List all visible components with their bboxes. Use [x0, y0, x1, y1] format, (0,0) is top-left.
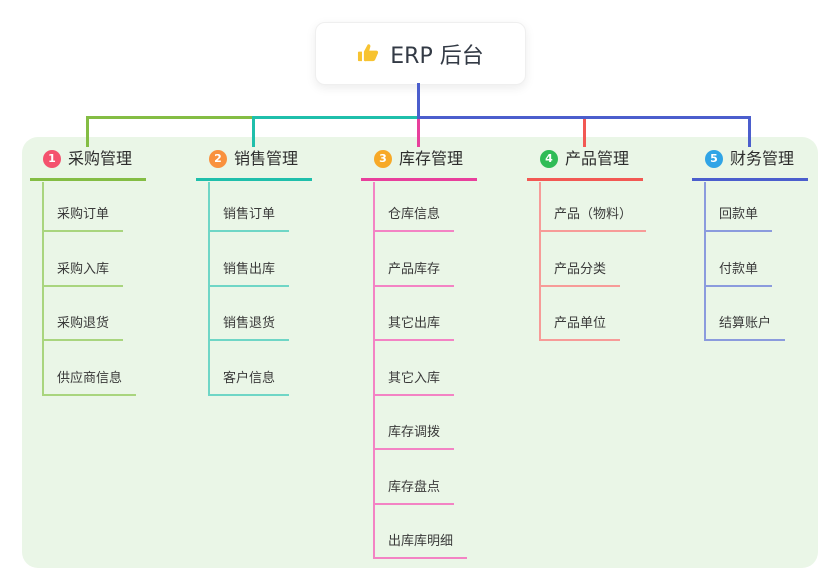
branch-label: 财务管理: [730, 149, 795, 168]
bus-segment-right: [417, 116, 751, 119]
child-node[interactable]: 采购订单: [42, 206, 124, 232]
child-node[interactable]: 销售订单: [208, 206, 290, 232]
child-node[interactable]: 仓库信息: [373, 206, 455, 232]
branch-node-product[interactable]: 4 产品管理: [527, 149, 643, 181]
branch-drop-line-5: [748, 116, 751, 147]
root-label: ERP 后台: [390, 43, 484, 69]
branch-node-finance[interactable]: 5 财务管理: [692, 149, 808, 181]
child-node[interactable]: 供应商信息: [42, 370, 137, 396]
thumbs-up-glyph: [358, 44, 379, 62]
branch-drop-line-2: [252, 116, 255, 147]
child-node[interactable]: 其它入库: [373, 370, 455, 396]
branch-label: 采购管理: [68, 149, 133, 168]
child-node[interactable]: 结算账户: [704, 315, 786, 341]
root-connector-line: [417, 83, 420, 116]
bus-segment-left: [86, 116, 254, 119]
child-node[interactable]: 库存盘点: [373, 479, 455, 505]
child-node[interactable]: 销售退货: [208, 315, 290, 341]
branch-children-line: [704, 182, 706, 341]
branch-node-inventory[interactable]: 3 库存管理: [361, 149, 477, 181]
branch-node-sales[interactable]: 2 销售管理: [196, 149, 312, 181]
branch-badge-3: 3: [374, 150, 392, 168]
branch-label: 库存管理: [399, 149, 464, 168]
branch-children-line: [42, 182, 44, 395]
child-node[interactable]: 出库库明细: [373, 533, 468, 559]
thumbs-up-icon: [357, 42, 380, 65]
child-node[interactable]: 产品库存: [373, 261, 455, 287]
branch-drop-line-1: [86, 116, 89, 147]
branch-children-line: [373, 182, 375, 559]
branch-node-purchase[interactable]: 1 采购管理: [30, 149, 146, 181]
branch-drop-line-3: [417, 116, 420, 147]
branch-badge-1: 1: [43, 150, 61, 168]
branch-drop-line-4: [583, 116, 586, 147]
child-node[interactable]: 产品分类: [539, 261, 621, 287]
child-node[interactable]: 销售出库: [208, 261, 290, 287]
child-node[interactable]: 其它出库: [373, 315, 455, 341]
branch-badge-5: 5: [705, 150, 723, 168]
child-node[interactable]: 采购退货: [42, 315, 124, 341]
child-node[interactable]: 产品（物料）: [539, 206, 647, 232]
child-node[interactable]: 采购入库: [42, 261, 124, 287]
branches-panel: [22, 137, 818, 568]
child-node[interactable]: 库存调拨: [373, 424, 455, 450]
branch-badge-4: 4: [540, 150, 558, 168]
branch-badge-2: 2: [209, 150, 227, 168]
child-node[interactable]: 产品单位: [539, 315, 621, 341]
child-node[interactable]: 客户信息: [208, 370, 290, 396]
child-node[interactable]: 付款单: [704, 261, 773, 287]
root-node[interactable]: ERP 后台: [315, 22, 526, 85]
bus-segment-middle: [252, 116, 417, 119]
branch-children-line: [208, 182, 210, 395]
child-node[interactable]: 回款单: [704, 206, 773, 232]
branch-label: 产品管理: [565, 149, 630, 168]
branch-children-line: [539, 182, 541, 341]
branch-label: 销售管理: [234, 149, 299, 168]
